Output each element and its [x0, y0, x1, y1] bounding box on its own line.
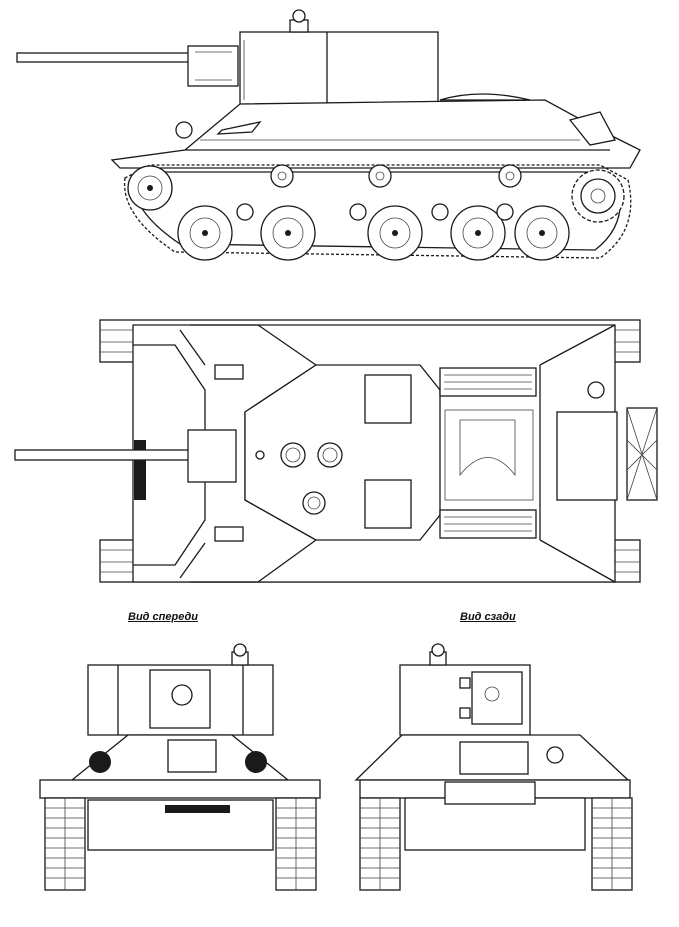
front-hull [39, 734, 321, 851]
side-road-wheels [177, 203, 570, 261]
side-drive-sprocket [571, 169, 625, 223]
side-hull [110, 93, 641, 169]
front-view [39, 643, 321, 891]
top-view [14, 319, 658, 583]
rear-view [354, 643, 633, 891]
top-rear-deck [556, 381, 658, 501]
top-turret [244, 364, 441, 541]
top-gun-barrel [14, 429, 237, 483]
side-turret [239, 9, 439, 107]
side-idler-wheel [127, 165, 173, 211]
front-view-label: Вид спереди [128, 611, 198, 623]
side-view [16, 9, 641, 261]
side-return-rollers [270, 164, 522, 188]
front-tracks [44, 797, 317, 891]
rear-view-label: Вид сзади [460, 611, 516, 623]
rear-turret [399, 643, 531, 736]
rear-hull [354, 734, 631, 851]
rear-tracks [359, 797, 633, 891]
front-turret [87, 643, 274, 736]
top-engine-deck [439, 367, 537, 539]
side-gun-barrel [16, 45, 239, 87]
